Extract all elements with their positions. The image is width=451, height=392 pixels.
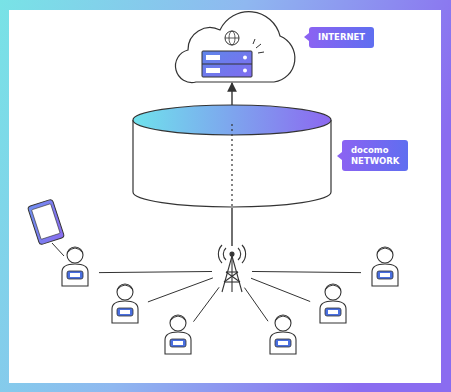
network-cylinder: docomo NETWORK bbox=[132, 104, 332, 208]
frame-ground bbox=[9, 10, 441, 383]
signal-line bbox=[252, 271, 361, 272]
person-icon bbox=[320, 284, 346, 323]
person-icon bbox=[112, 284, 138, 323]
cloud-node: INTERNET bbox=[168, 14, 300, 84]
network-tag: docomo NETWORK bbox=[342, 140, 408, 171]
signal-line bbox=[244, 288, 268, 322]
tablet-link bbox=[52, 243, 64, 256]
person-icon bbox=[62, 247, 88, 286]
person-icon bbox=[372, 247, 398, 286]
uplink-arrow bbox=[231, 83, 232, 106]
user-group bbox=[62, 247, 398, 354]
tag-label: docomo NETWORK bbox=[351, 145, 399, 166]
radio-tower bbox=[218, 245, 245, 292]
node-outline bbox=[132, 104, 332, 208]
person-icon bbox=[165, 315, 191, 354]
node-outline bbox=[168, 14, 300, 84]
tag-label: INTERNET bbox=[318, 32, 365, 43]
tablet-icon bbox=[27, 199, 64, 245]
signal-line bbox=[99, 271, 212, 272]
signal-line bbox=[251, 278, 310, 301]
signal-line bbox=[148, 278, 213, 302]
person-icon bbox=[270, 315, 296, 354]
internet-tag: INTERNET bbox=[309, 27, 374, 48]
trunk-line bbox=[231, 208, 232, 246]
signal-line bbox=[193, 287, 219, 321]
